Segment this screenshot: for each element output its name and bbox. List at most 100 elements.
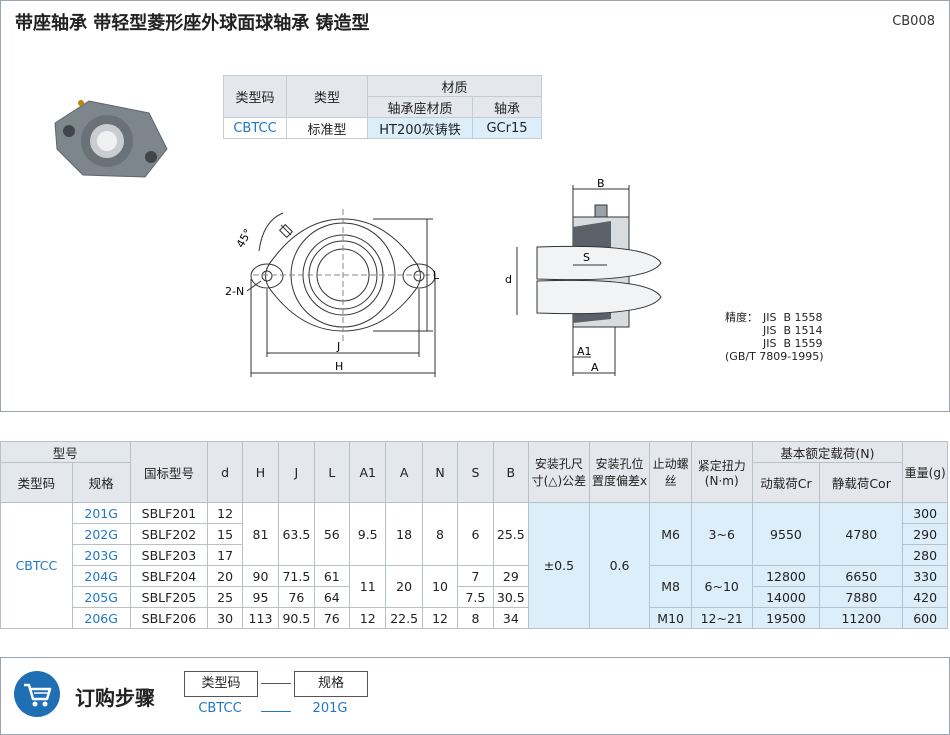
cell-spec: 205G bbox=[71, 586, 131, 608]
mat-type: 标准型 bbox=[286, 117, 368, 139]
order-step-spec: 规格 bbox=[294, 671, 368, 697]
side-view-drawing: B d S A1 A bbox=[505, 177, 662, 376]
cell-A: 22.5 bbox=[385, 607, 423, 629]
hdr-gb: 国标型号 bbox=[129, 441, 209, 503]
cell-torque: 6~10 bbox=[690, 565, 753, 608]
cell-S: 6 bbox=[457, 502, 494, 566]
cell-gb: SBLF201 bbox=[129, 502, 209, 524]
hdr-weight: 重量(g) bbox=[902, 441, 948, 503]
mat-housing-header: 轴承座材质 bbox=[367, 96, 473, 118]
cell-H: 81 bbox=[241, 502, 280, 566]
cell-spec: 202G bbox=[71, 523, 131, 545]
cell-N: 8 bbox=[421, 502, 459, 566]
mat-bearing: GCr15 bbox=[472, 117, 542, 139]
mat-type-header: 类型 bbox=[286, 75, 368, 118]
cell-J: 90.5 bbox=[278, 607, 315, 629]
mat-material-header: 材质 bbox=[367, 75, 542, 97]
order-value-type-code: CBTCC bbox=[198, 701, 242, 716]
cell-A: 18 bbox=[385, 502, 423, 566]
catalog-code: CB008 bbox=[892, 14, 935, 29]
order-step-type-code: 类型码 bbox=[184, 671, 258, 697]
cell-L: 76 bbox=[313, 607, 351, 629]
cell-screw: M6 bbox=[649, 502, 692, 566]
angle-label: 45° bbox=[234, 227, 255, 250]
precision-line-3: JIS B 1559 bbox=[763, 337, 823, 350]
cell-S: 7 bbox=[457, 565, 494, 587]
page-title: 带座轴承 带轻型菱形座外球面球轴承 铸造型 bbox=[15, 13, 370, 34]
cell-gb: SBLF202 bbox=[129, 523, 209, 545]
h-label: H bbox=[335, 360, 343, 373]
cell-cor: 6650 bbox=[819, 565, 904, 587]
hdr-cr: 动载荷Cr bbox=[751, 462, 821, 503]
cart-icon bbox=[14, 671, 60, 717]
cell-A1: 9.5 bbox=[348, 502, 387, 566]
order-step-connector bbox=[261, 683, 291, 684]
hdr-load: 基本额定载荷(N) bbox=[751, 441, 904, 463]
cell-B: 30.5 bbox=[492, 586, 530, 608]
hdr-A: A bbox=[385, 441, 423, 503]
cell-cr: 9550 bbox=[751, 502, 821, 566]
cell-gb: SBLF205 bbox=[129, 586, 209, 608]
order-value-connector bbox=[261, 711, 291, 712]
hdr-H: H bbox=[241, 441, 280, 503]
front-view-drawing: 45° 2-N J H L bbox=[225, 209, 440, 377]
cell-L: 64 bbox=[313, 586, 351, 608]
cell-J: 71.5 bbox=[278, 565, 315, 587]
cell-screw: M10 bbox=[649, 607, 692, 629]
cell-H: 113 bbox=[241, 607, 280, 629]
cell-B: 29 bbox=[492, 565, 530, 587]
hdr-S: S bbox=[457, 441, 494, 503]
mat-housing: HT200灰铸铁 bbox=[367, 117, 473, 139]
spec-table: 型号 国标型号 d H J L A1 A N S B 安装孔尺寸(△)公差 安装… bbox=[0, 441, 948, 629]
cell-B: 25.5 bbox=[492, 502, 530, 566]
a1-label: A1 bbox=[577, 345, 592, 358]
cell-cor: 7880 bbox=[819, 586, 904, 608]
cell-d: 12 bbox=[207, 502, 243, 524]
cell-L: 56 bbox=[313, 502, 351, 566]
cell-gb: SBLF203 bbox=[129, 544, 209, 566]
cell-cor: 11200 bbox=[819, 607, 904, 629]
d-label: d bbox=[505, 273, 512, 286]
precision-label: 精度： bbox=[725, 311, 758, 324]
order-value-spec: 201G bbox=[312, 701, 348, 716]
cell-d: 20 bbox=[207, 565, 243, 587]
table-row: 204G SBLF204 20 90 71.5 61 11 20 10 7 29… bbox=[1, 565, 948, 608]
order-steps-panel: 订购步骤 类型码 规格 CBTCC 201G bbox=[0, 657, 950, 735]
mat-type-code: CBTCC bbox=[223, 117, 287, 139]
cell-gb: SBLF204 bbox=[129, 565, 209, 587]
hdr-N: N bbox=[421, 441, 459, 503]
n-label: 2-N bbox=[225, 285, 244, 298]
cell-weight: 290 bbox=[902, 523, 948, 545]
mat-bearing-header: 轴承 bbox=[472, 96, 542, 118]
precision-line-4: (GB/T 7809-1995) bbox=[725, 350, 824, 363]
table-row: 206G SBLF206 30 113 90.5 76 12 22.5 12 8… bbox=[1, 607, 948, 629]
cell-cr: 14000 bbox=[751, 586, 821, 608]
l-label: L bbox=[433, 269, 440, 282]
hdr-screw: 止动螺丝 bbox=[649, 441, 692, 503]
cell-d: 17 bbox=[207, 544, 243, 566]
cell-J: 76 bbox=[278, 586, 315, 608]
cell-weight: 600 bbox=[902, 607, 948, 629]
cell-L: 61 bbox=[313, 565, 351, 587]
hdr-J: J bbox=[278, 441, 315, 503]
hdr-cor: 静载荷Cor bbox=[819, 462, 904, 503]
a-label: A bbox=[591, 361, 599, 374]
cell-cr: 19500 bbox=[751, 607, 821, 629]
cell-spec: 201G bbox=[71, 502, 131, 524]
hdr-B: B bbox=[492, 441, 530, 503]
mat-type-code-header: 类型码 bbox=[223, 75, 287, 118]
cell-A: 20 bbox=[385, 565, 423, 608]
order-title: 订购步骤 bbox=[75, 686, 155, 710]
table-row: 202G SBLF202 15 290 bbox=[1, 523, 948, 545]
cell-J: 63.5 bbox=[278, 502, 315, 566]
hdr-spec: 规格 bbox=[71, 462, 131, 503]
precision-line-2: JIS B 1514 bbox=[763, 324, 823, 337]
cell-H: 95 bbox=[241, 586, 280, 608]
precision-line-1: JIS B 1558 bbox=[763, 311, 823, 324]
table-row: 203G SBLF203 17 280 bbox=[1, 544, 948, 566]
cell-pos-tol: 0.6 bbox=[588, 502, 651, 629]
hdr-d: d bbox=[207, 441, 243, 503]
cell-weight: 420 bbox=[902, 586, 948, 608]
cell-d: 25 bbox=[207, 586, 243, 608]
cell-weight: 280 bbox=[902, 544, 948, 566]
